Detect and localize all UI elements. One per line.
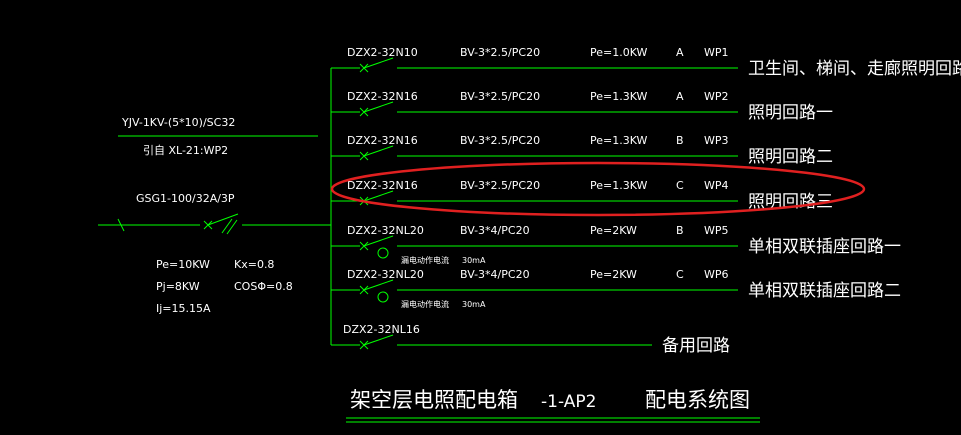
circuit-phase-label: B <box>676 134 684 147</box>
feeder-tick <box>117 218 125 232</box>
circuit-breaker-label: DZX2-32N10 <box>347 46 418 59</box>
circuit-cable-label: BV-3*4/PC20 <box>460 224 530 237</box>
circuit-cable-label: BV-3*2.5/PC20 <box>460 46 540 59</box>
breaker-contact <box>363 190 394 202</box>
circuit-breaker-label: DZX2-32N16 <box>347 90 418 103</box>
leakage-sensor-icon <box>377 291 389 303</box>
panel-title-suffix: 配电系统图 <box>645 388 750 412</box>
wiring <box>98 68 332 345</box>
circuit-cable-label: BV-3*2.5/PC20 <box>460 179 540 192</box>
load-pe-label: Pe=10KW <box>156 258 210 271</box>
circuit-description: 照明回路三 <box>748 192 833 212</box>
circuit-id-label: WP1 <box>704 46 729 59</box>
incoming-cable-label: YJV-1KV-(5*10)/SC32 <box>121 116 235 129</box>
main-breaker-mark-2 <box>226 219 238 235</box>
circuit-row: DZX2-32NL20 BV-3*4/PC20 Pe=2KW B WP5 单相双联插座回路… <box>331 224 901 265</box>
circuit-id-label: WP3 <box>704 134 729 147</box>
circuit-row: DZX2-32N10 BV-3*2.5/PC20 Pe=1.0KW A WP1 卫生间、梯… <box>331 46 961 79</box>
breaker-contact <box>363 57 394 69</box>
circuit-id-label: WP5 <box>704 224 729 237</box>
circuit-id-label: WP6 <box>704 268 729 281</box>
circuit-cable-label: BV-3*4/PC20 <box>460 268 530 281</box>
breaker-contact <box>363 145 394 157</box>
load-cos-label: COSΦ=0.8 <box>234 280 293 293</box>
circuit-cable-label: BV-3*2.5/PC20 <box>460 90 540 103</box>
circuit-description: 照明回路一 <box>748 103 833 123</box>
circuit-row: DZX2-32N16 BV-3*2.5/PC20 Pe=1.3KW B WP3 照明回路二 <box>331 134 833 167</box>
leakage-label: 漏电动作电流 <box>401 255 449 265</box>
main-breaker-mark-1 <box>221 218 233 234</box>
circuit-power-label: Pe=1.3KW <box>590 179 648 192</box>
circuit-description: 单相双联插座回路一 <box>748 237 901 257</box>
load-pj-label: Pj=8KW <box>156 280 200 293</box>
circuit-power-label: Pe=1.3KW <box>590 134 648 147</box>
circuit-description: 备用回路 <box>662 336 730 356</box>
leakage-label: 漏电动作电流 <box>401 299 449 309</box>
panel-code: -1-AP2 <box>541 392 596 412</box>
leakage-value: 30mA <box>462 256 486 265</box>
load-ij-label: Ij=15.15A <box>156 302 211 315</box>
circuit-breaker-label: DZX2-32N16 <box>347 134 418 147</box>
circuit-breaker-label: DZX2-32NL16 <box>343 323 420 336</box>
circuit-description: 卫生间、梯间、走廊照明回路 <box>748 59 961 79</box>
circuit-row: DZX2-32N16 BV-3*2.5/PC20 Pe=1.3KW C WP4 照明回路三 <box>331 179 833 212</box>
circuit-phase-label: C <box>676 268 684 281</box>
load-kx-label: Kx=0.8 <box>234 258 274 271</box>
breaker-contact <box>363 334 394 346</box>
circuit-breaker-label: DZX2-32NL20 <box>347 268 424 281</box>
circuit-id-label: WP2 <box>704 90 729 103</box>
circuit-breaker-label: DZX2-32N16 <box>347 179 418 192</box>
breaker-contact <box>363 101 394 113</box>
circuit-power-label: Pe=2KW <box>590 224 637 237</box>
breaker-contact <box>363 279 394 291</box>
circuit-cable-label: BV-3*2.5/PC20 <box>460 134 540 147</box>
circuit-phase-label: A <box>676 90 684 103</box>
circuit-power-label: Pe=2KW <box>590 268 637 281</box>
highlight-ellipse <box>330 161 866 217</box>
circuit-phase-label: A <box>676 46 684 59</box>
panel-title: 架空层电照配电箱 <box>350 388 518 412</box>
main-breaker-contact <box>207 213 239 226</box>
circuit-phase-label: B <box>676 224 684 237</box>
circuit-row: DZX2-32NL16 备用回路 <box>331 323 730 356</box>
incoming-source-label: 引自 XL-21:WP2 <box>143 143 228 157</box>
circuit-description: 照明回路二 <box>748 147 833 167</box>
circuit-description: 单相双联插座回路二 <box>748 281 901 301</box>
circuit-phase-label: C <box>676 179 684 192</box>
breaker-contact <box>363 235 394 247</box>
circuit-power-label: Pe=1.0KW <box>590 46 648 59</box>
circuit-id-label: WP4 <box>704 179 729 192</box>
circuit-row: DZX2-32N16 BV-3*2.5/PC20 Pe=1.3KW A WP2 照明回路一 <box>331 90 833 123</box>
leakage-value: 30mA <box>462 300 486 309</box>
leakage-sensor-icon <box>377 247 389 259</box>
circuit-row: DZX2-32NL20 BV-3*4/PC20 Pe=2KW C WP6 单相双联插座回路… <box>331 268 901 309</box>
circuit-breaker-label: DZX2-32NL20 <box>347 224 424 237</box>
main-breaker-label: GSG1-100/32A/3P <box>136 192 235 205</box>
circuit-power-label: Pe=1.3KW <box>590 90 648 103</box>
